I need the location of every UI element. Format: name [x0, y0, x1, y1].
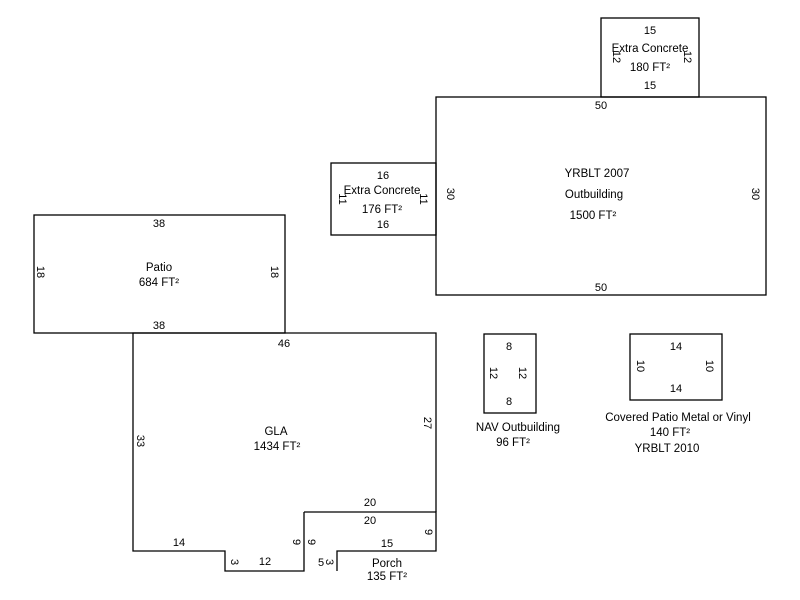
nav-outbuilding-area: 8 8 12 12 NAV Outbuilding 96 FT² — [476, 333, 560, 449]
dim-bottom: 14 — [670, 383, 682, 395]
dim-right: 11 — [417, 193, 429, 204]
dim-notch-bottom: 12 — [259, 556, 271, 568]
dim-top: 8 — [506, 341, 512, 353]
nav-outbuilding-outline — [483, 333, 537, 414]
outbuilding-area: 50 50 30 30 YRBLT 2007 Outbuilding 1500 … — [435, 96, 767, 296]
dim-left: 18 — [34, 266, 46, 278]
area-name: Patio — [146, 262, 172, 274]
dim-step-side: 3 — [323, 559, 335, 565]
area-name: Covered Patio Metal or Vinyl — [605, 412, 751, 424]
area-name: GLA — [264, 426, 287, 438]
dim-top-outer: 20 — [364, 497, 376, 509]
area-name: Extra Concrete — [344, 185, 421, 197]
dim-bottom: 15 — [381, 538, 393, 550]
area-name: Porch — [372, 558, 402, 570]
extra-concrete-top-area: 15 15 12 12 Extra Concrete 180 FT² — [600, 17, 700, 98]
dim-bottom-left: 14 — [173, 537, 185, 549]
dim-top: 46 — [278, 338, 290, 350]
dim-top: 14 — [670, 341, 682, 353]
dim-bottom: 50 — [595, 282, 607, 294]
patio-area: 38 38 18 18 Patio 684 FT² — [33, 214, 286, 334]
dim-top: 50 — [595, 100, 607, 112]
area-name: NAV Outbuilding — [476, 422, 560, 434]
dim-right: 12 — [681, 51, 693, 63]
porch-outline — [304, 511, 437, 571]
area-size: 135 FT² — [367, 571, 407, 583]
area-size: 1500 FT² — [570, 210, 617, 222]
dim-top: 38 — [153, 218, 165, 230]
dim-bottom: 8 — [506, 396, 512, 408]
porch-area: 20 20 9 9 15 5 3 Porch 135 FT² — [304, 497, 437, 583]
dim-top: 20 — [364, 515, 376, 527]
year-built: YRBLT 2010 — [635, 443, 700, 455]
dim-left: 9 — [305, 539, 317, 545]
gla-area: 46 33 27 14 3 12 9 GLA 1434 FT² — [132, 332, 437, 572]
covered-patio-area: 14 14 10 10 Covered Patio Metal or Vinyl… — [605, 333, 751, 455]
dim-left: 30 — [444, 188, 456, 200]
dim-notch-left: 3 — [228, 559, 240, 565]
dim-left: 10 — [634, 360, 646, 372]
patio-outline — [33, 214, 286, 334]
dim-left: 12 — [487, 367, 499, 379]
dim-bottom: 15 — [644, 80, 656, 92]
dim-notch-right: 9 — [290, 539, 302, 545]
dim-bottom: 16 — [377, 219, 389, 231]
dim-left: 12 — [610, 51, 622, 63]
dim-right: 9 — [422, 529, 434, 535]
area-size: 140 FT² — [650, 427, 690, 439]
dim-right: 12 — [516, 367, 528, 379]
extra-concrete-left-outline — [330, 162, 437, 236]
area-size: 96 FT² — [496, 437, 530, 449]
dim-bottom: 38 — [153, 320, 165, 332]
dim-right: 30 — [749, 188, 761, 200]
area-size: 1434 FT² — [254, 441, 301, 453]
area-size: 684 FT² — [139, 277, 179, 289]
area-name: Extra Concrete — [612, 43, 689, 55]
year-built: YRBLT 2007 — [565, 168, 630, 180]
dim-left: 11 — [336, 193, 348, 204]
area-size: 176 FT² — [362, 204, 402, 216]
area-size: 180 FT² — [630, 62, 670, 74]
gla-outline — [132, 332, 437, 572]
area-name: Outbuilding — [565, 189, 623, 201]
dim-right: 10 — [703, 360, 715, 372]
dim-right: 18 — [268, 266, 280, 278]
dim-right: 27 — [421, 417, 433, 429]
covered-patio-outline — [629, 333, 723, 401]
extra-concrete-left-area: 16 16 11 11 Extra Concrete 176 FT² — [330, 162, 437, 236]
dim-top: 15 — [644, 25, 656, 37]
dim-left: 33 — [134, 435, 146, 447]
dim-step-bottom: 5 — [318, 557, 324, 569]
dim-top: 16 — [377, 170, 389, 182]
